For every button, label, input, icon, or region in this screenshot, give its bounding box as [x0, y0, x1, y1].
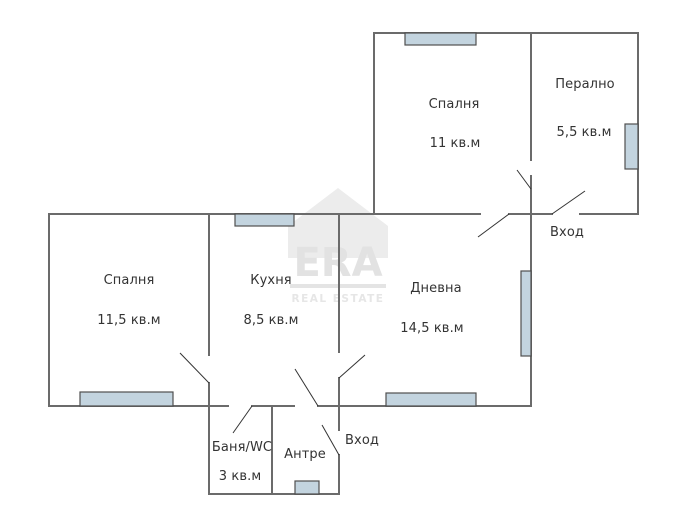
- windows: [79, 32, 639, 495]
- room-name-laundry: Перално: [555, 77, 615, 92]
- room-name-bath: Баня/WC: [211, 440, 273, 455]
- room-area-bedroom-upper: 11 кв.м: [429, 136, 481, 151]
- door-entrance-lower: [321, 424, 340, 456]
- door-living-upper: [477, 213, 510, 238]
- door-bath: [232, 405, 253, 434]
- room-area-bedroom-lower: 11,5 кв.м: [97, 313, 161, 328]
- window-hall: [294, 480, 320, 495]
- window-kitchen: [234, 213, 295, 227]
- door-kitchen: [294, 368, 319, 407]
- room-area-living: 14,5 кв.м: [400, 321, 464, 336]
- door-bedroom-upper: [516, 169, 532, 190]
- window-bedroom-lower: [79, 391, 174, 407]
- walls-lower: [48, 213, 532, 495]
- room-name-kitchen: Кухня: [250, 273, 292, 288]
- room-name-bedroom-upper: Спалня: [428, 97, 480, 112]
- entrance-label-upper: Вход: [550, 225, 584, 240]
- window-living-side: [520, 270, 532, 357]
- window-bedroom-upper: [404, 32, 477, 46]
- room-name-bedroom-lower: Спалня: [103, 273, 155, 288]
- room-area-kitchen: 8,5 кв.м: [243, 313, 299, 328]
- window-living-bottom: [385, 392, 477, 407]
- room-name-living: Дневна: [410, 281, 462, 296]
- entrance-label-lower: Вход: [345, 433, 379, 448]
- door-swings: [179, 169, 586, 456]
- door-living-lower: [338, 354, 366, 379]
- room-area-laundry: 5,5 кв.м: [556, 125, 612, 140]
- window-laundry: [624, 123, 639, 170]
- door-entrance-upper: [551, 190, 586, 215]
- watermark-subtitle: REAL ESTATE: [292, 293, 385, 305]
- room-area-bath: 3 кв.м: [218, 469, 262, 484]
- door-bedroom-lower: [179, 352, 210, 384]
- room-name-hall: Антре: [284, 447, 326, 462]
